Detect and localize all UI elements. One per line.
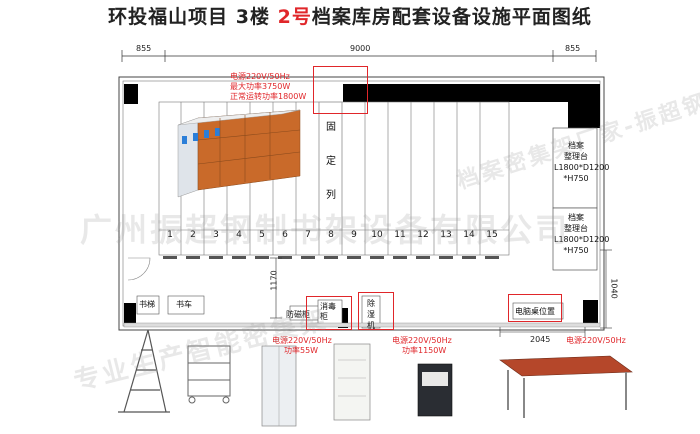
cabinet-number: 9 (351, 230, 357, 240)
door-swing (127, 257, 151, 281)
power-note-dehumid: 电源220V/50Hz 功率1150W (392, 336, 452, 356)
wall-topleft (124, 84, 138, 104)
work-table-label-1: 档案 整理台 L1800*D1200 *H750 (554, 140, 610, 184)
rail-marks (163, 256, 499, 259)
work-table-text: 档案 (568, 213, 584, 222)
cabinet-number: 2 (190, 230, 196, 240)
dehumid-footprint (361, 295, 381, 329)
work-table-text: *H750 (563, 246, 589, 255)
power-note-line: 最大功率3750W (230, 82, 291, 91)
wall-topright (568, 84, 590, 128)
wall-top (343, 84, 585, 102)
cabinet-number: 12 (417, 230, 429, 240)
right-dimension (600, 249, 612, 329)
power-note-disinfect: 电源220V/50Hz 功率55W (272, 336, 332, 356)
cabinet-number: 14 (463, 230, 475, 240)
cabinet-number: 10 (371, 230, 383, 240)
magnetic-cabinet-label: 防磁柜 (286, 310, 310, 319)
disinfect-label: 消毒 柜 (320, 302, 336, 322)
outlet-highlight-disinfect (306, 296, 352, 330)
power-note-line: 功率55W (284, 346, 319, 355)
work-table-1 (552, 127, 598, 209)
wall-bottom-door (338, 308, 348, 328)
magnetic-cabinet-illustration (261, 345, 297, 427)
room-outline (118, 76, 605, 331)
disinfect-label-line: 柜 (320, 312, 328, 321)
dehumidifier-label-line: 机 (367, 321, 375, 330)
dim-total-width: 9000 (350, 44, 371, 53)
page-title: 环投福山项目 3楼 2号档案库房配套设备设施平面图纸 (0, 2, 700, 29)
work-table-label-2: 档案 整理台 L1800*D1200 *H750 (554, 212, 610, 256)
power-note-line: 电源220V/50Hz (392, 336, 452, 345)
disinfect-label-line: 消毒 (320, 302, 336, 311)
work-table-text: 整理台 (564, 152, 588, 161)
mobile-shelving-illustration (177, 109, 301, 198)
dim-right-margin: 855 (565, 44, 581, 53)
cabinet-number: 11 (394, 230, 406, 240)
dehumidifier-label-line: 湿 (367, 310, 375, 319)
dehumidifier-label: 除 湿 机 (367, 298, 375, 331)
power-note-main: 电源220V/50Hz 最大功率3750W 正常运转功率1800W (230, 72, 306, 102)
dehumidifier-label-line: 除 (367, 299, 375, 308)
cabinet-number: 13 (440, 230, 452, 240)
dim-height-1170: 1170 (269, 270, 279, 291)
book-cart-label: 书车 (176, 300, 192, 309)
book-cart-illustration (187, 345, 231, 404)
work-table-text: L1800*D1200 (554, 235, 610, 244)
cabinet-number: 4 (236, 230, 242, 240)
dim-width-2045: 2045 (530, 335, 551, 344)
work-table-text: L1800*D1200 (554, 163, 610, 172)
fixed-column (318, 101, 343, 231)
cabinet-number: 15 (486, 230, 498, 240)
dim-left-margin: 855 (136, 44, 152, 53)
work-table-text: *H750 (563, 174, 589, 183)
power-note-line: 电源220V/50Hz (272, 336, 332, 345)
work-table-text: 档案 (568, 141, 584, 150)
dehumidifier-illustration (417, 363, 453, 417)
dim-height-1040: 1040 (609, 278, 619, 299)
cabinet-number: 1 (167, 230, 173, 240)
power-note-computer: 电源220V/50Hz (566, 336, 626, 345)
fixed-column-char: 定 (326, 156, 336, 167)
watermark-company: 广州振超钢制书架设备有限公司 (80, 211, 571, 249)
height-dimension (270, 257, 282, 319)
disinfect-footprint (317, 299, 343, 327)
desk-illustration (499, 355, 633, 418)
bottom-wall-strip (123, 322, 601, 328)
ladder-label: 书梯 (139, 300, 155, 309)
title-suffix: 档案库房配套设备设施平面图纸 (311, 6, 592, 28)
outlet-highlight-computer (508, 294, 562, 322)
cabinet-number: 7 (305, 230, 311, 240)
wall-right (590, 84, 600, 128)
title-highlight: 2号 (277, 6, 312, 28)
outlet-highlight-dehumid (358, 292, 394, 330)
wall-bottomright (583, 300, 598, 325)
fixed-column-char: 固 (326, 122, 336, 133)
power-note-line: 正常运转功率1800W (230, 92, 307, 101)
fixed-column-char: 列 (326, 190, 336, 201)
cabinet-number: 5 (259, 230, 265, 240)
power-note-line: 功率1150W (402, 346, 447, 355)
wall-bottomleft (124, 303, 136, 325)
computer-desk-footprint (512, 302, 564, 320)
cabinet-number: 8 (328, 230, 334, 240)
outlet-highlight-top (313, 66, 368, 114)
cart-footprint (167, 295, 205, 315)
bottom-dimension (499, 327, 586, 337)
ladder-illustration (118, 329, 170, 413)
cabinet-number: 6 (282, 230, 288, 240)
disinfect-cabinet-illustration (333, 343, 371, 421)
top-dimension-lines (121, 50, 597, 62)
ladder-footprint (136, 295, 160, 315)
cabinet-number: 3 (213, 230, 219, 240)
computer-desk-label: 电脑桌位置 (515, 307, 555, 316)
title-prefix: 环投福山项目 3楼 (108, 6, 278, 28)
work-table-text: 整理台 (564, 224, 588, 233)
work-table-2 (552, 207, 598, 271)
power-note-line: 电源220V/50Hz (230, 72, 290, 81)
